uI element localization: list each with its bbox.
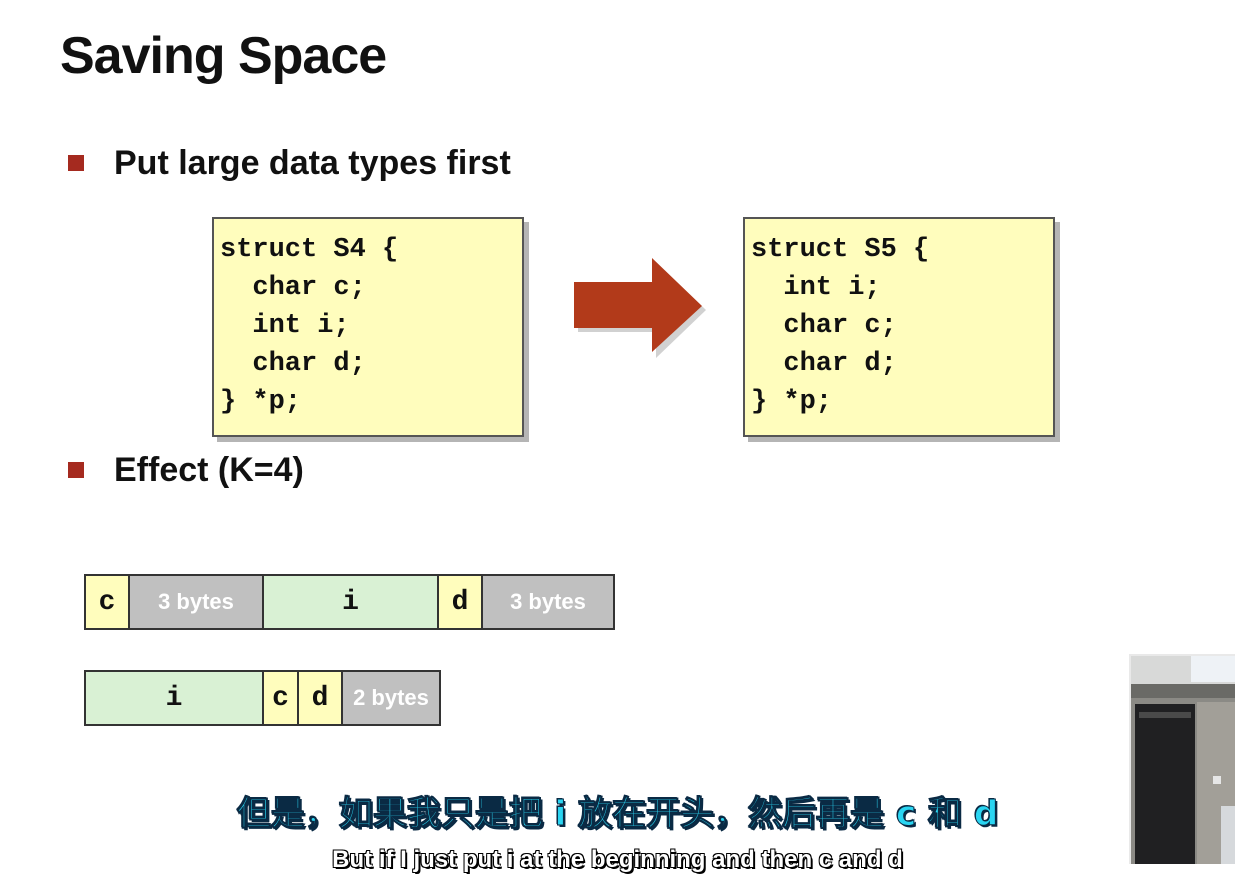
memory-cell-char-d: d	[439, 576, 483, 628]
code-box-s4: struct S4 { char c; int i; char d; } *p;	[212, 217, 524, 437]
memory-cell-padding: 3 bytes	[483, 576, 613, 628]
subtitle-english: But if I just put i at the beginning and…	[332, 846, 903, 873]
code-box-s5: struct S5 { int i; char c; char d; } *p;	[743, 217, 1055, 437]
memory-cell-int-i: i	[86, 672, 264, 724]
subtitle-chinese: 但是，如果我只是把 i 放在开头，然后再是 c 和 d	[236, 794, 999, 835]
memory-cell-char-c: c	[264, 672, 299, 724]
webcam-overlay	[1129, 654, 1235, 864]
slide-title: Saving Space	[60, 27, 387, 85]
bullet-put-large-first: Put large data types first	[68, 141, 511, 185]
bullet-effect: Effect (K=4)	[68, 448, 304, 492]
code-line: } *p;	[220, 387, 302, 417]
code-line: } *p;	[751, 387, 833, 417]
webcam-image	[1131, 656, 1235, 864]
code-line: struct S5 {	[751, 235, 930, 265]
memory-cell-char-c: c	[86, 576, 130, 628]
memory-layout-s4: c 3 bytes i d 3 bytes	[84, 574, 615, 630]
memory-cell-int-i: i	[264, 576, 439, 628]
right-arrow-icon	[574, 258, 706, 358]
memory-cell-padding: 2 bytes	[343, 672, 439, 724]
code-line: char c;	[220, 273, 366, 303]
bullet-square-icon	[68, 155, 84, 171]
code-line: char d;	[220, 349, 366, 379]
bullet-square-icon	[68, 462, 84, 478]
bullet-text: Effect (K=4)	[114, 450, 304, 489]
code-line: int i;	[751, 273, 881, 303]
code-line: char c;	[751, 311, 897, 341]
code-line: struct S4 {	[220, 235, 399, 265]
memory-cell-char-d: d	[299, 672, 343, 724]
memory-layout-s5: i c d 2 bytes	[84, 670, 441, 726]
code-line: char d;	[751, 349, 897, 379]
bullet-text: Put large data types first	[114, 143, 511, 182]
code-line: int i;	[220, 311, 350, 341]
memory-cell-padding: 3 bytes	[130, 576, 264, 628]
